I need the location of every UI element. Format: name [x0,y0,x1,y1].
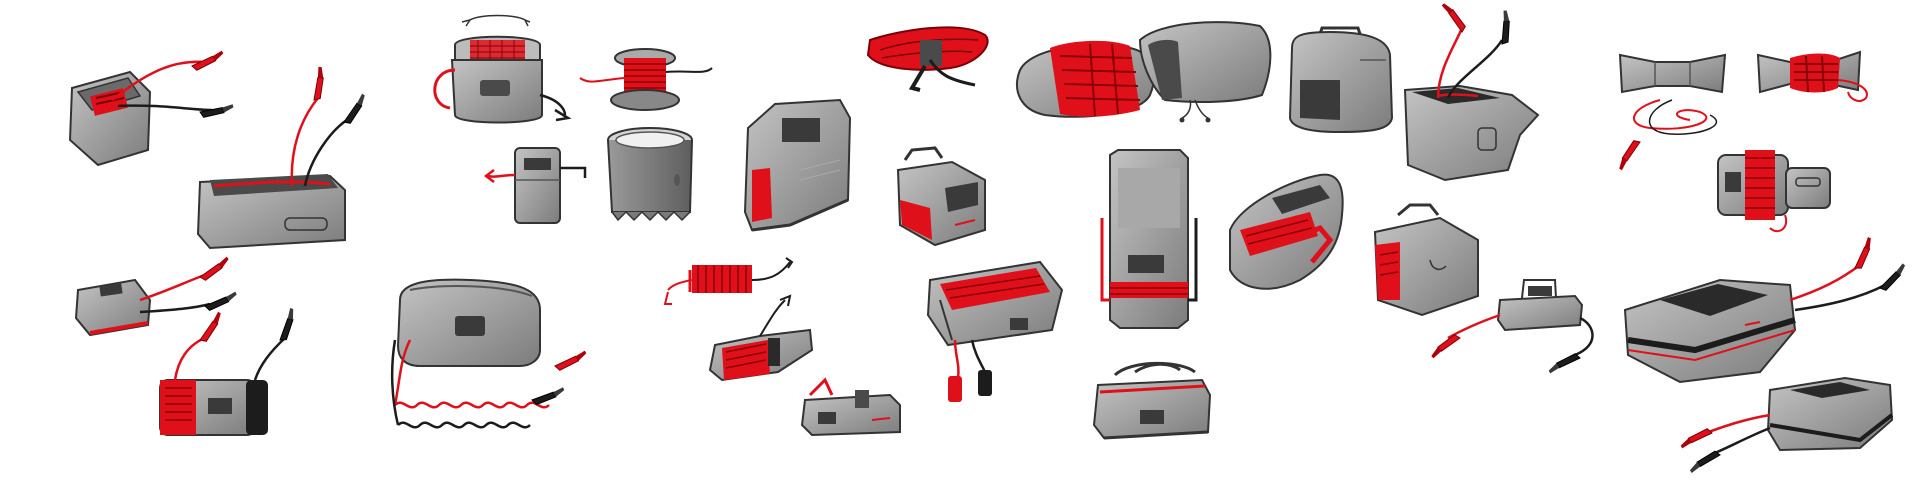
sketch-coiled-cable-unit [390,278,589,429]
sketch-cylinder-reel-top [433,14,572,124]
sketch-bowtie-cushion [1611,53,1727,172]
sketch-open-carry-bag [926,260,1064,402]
sketch-wrapped-sled [708,294,814,382]
sketch-large-flat-case [1623,235,1912,384]
sketch-pillow-wrapped-red [1016,40,1155,118]
sketch-long-shallow-tray [800,377,901,437]
sketch-tall-standing-unit [1100,149,1198,329]
sketch-rounded-handle-box [1288,26,1394,134]
sketch-canister-empty [607,127,693,222]
sketch-wrapped-reel-unit [1717,150,1831,233]
sketch-small-station-with-clamps [1426,279,1594,375]
sketch-cube-reel-with-clamps [68,49,235,167]
sketch-wedge-panel-unit [743,98,852,232]
sketch-small-side-unit [483,147,587,224]
sketch-small-flat-case [1678,376,1894,474]
sketch-cable-bundle [866,26,989,92]
sketch-wrapped-bowtie [1756,50,1868,102]
sketch-angled-lamp-unit [1229,173,1344,290]
sketch-flat-unit-with-clamps [74,255,239,337]
sketch-tray-with-clamps [196,65,373,250]
sketch-duffel-bag [1092,361,1212,440]
sketch-spool-on-base [579,48,713,111]
sketch-box-with-handle [896,146,986,247]
sketch-red-spool-drum [159,306,304,436]
sketch-spool-loose-cable [663,257,794,305]
sketch-open-box-with-clamps [1403,0,1540,182]
sketch-soft-pouch [1138,21,1272,123]
sketch-kettle-style-unit [1373,203,1479,317]
